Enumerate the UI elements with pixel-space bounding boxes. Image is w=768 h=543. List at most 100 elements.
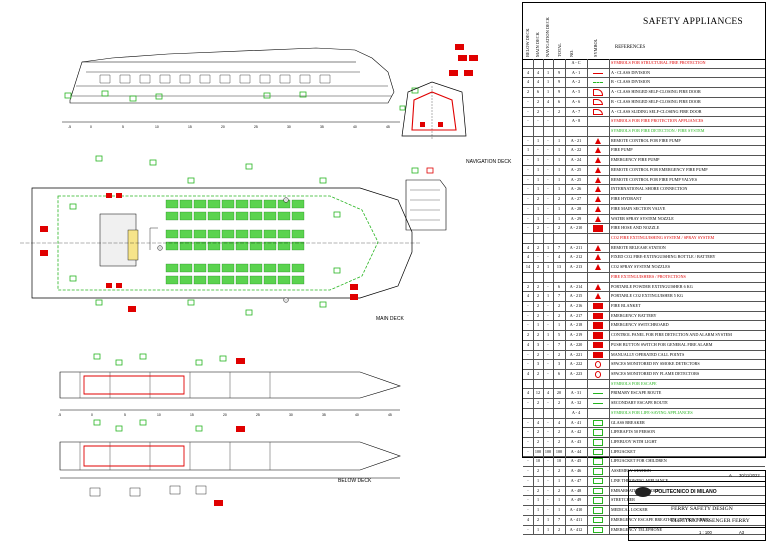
legend-cell-no: A - 218 [565, 321, 588, 331]
transverse-section [405, 167, 447, 231]
legend-cell-tot: 5 [553, 331, 566, 340]
legend-row-label: MEDICAL LOCKER [611, 507, 648, 513]
legend-cell-no: A - 49 [565, 496, 588, 506]
svg-text:35: 35 [322, 413, 326, 417]
legend-cell-bd: 4 [523, 340, 534, 350]
legend-cell-md: 2 [533, 438, 544, 447]
legend-cell-md: 2 [533, 243, 544, 253]
legend-cell-md: 4 [533, 418, 544, 428]
company-name: POLITECNICO DI MILANO [655, 489, 717, 495]
svg-text:20: 20 [223, 413, 227, 417]
legend-cell-md: 2 [533, 224, 544, 233]
legend-row-label: CONTROL PANEL FOR FIRE DETECTION AND ALA… [611, 332, 732, 338]
safety-appliances-legend: BELOW DECK MAIN DECK NAVIGATION DECK TOT… [522, 2, 766, 536]
legend-row-label: LIFERAFTS 50 PERSON [611, 429, 656, 435]
svg-text:25: 25 [254, 125, 258, 129]
legend-cell-bd: - [523, 496, 534, 506]
legend-cell-no [565, 233, 588, 243]
legend-cell-bd: - [523, 457, 534, 467]
legend-row-label: EMERGENCY ESCAPE BREATHING DEVICE (EEBD) [611, 516, 710, 522]
legend-row-label: PORTABLE CO2 EXTINGUISHER 5 KG [611, 293, 683, 299]
legend-cell-bd: - [523, 438, 534, 447]
legend-cell-tot [553, 233, 566, 243]
legend-row: CO2 FIRE EXTINGUISHING SYSTEM / SPRAY SY… [523, 233, 765, 244]
legend-cell-no: A - 25 [565, 165, 588, 175]
legend-cell-nd: 1 [543, 292, 554, 301]
legend-cell-tot: 1 [553, 214, 566, 224]
legend-cell-no: A - 28 [565, 204, 588, 214]
col-main-deck: MAIN DECK [535, 32, 540, 57]
legend-cell-nd: - [543, 136, 554, 146]
legend-cell-md: 4 [533, 78, 544, 88]
legend-cell-no: A - 42 [565, 428, 588, 438]
legend-cell-md: 2 [533, 331, 544, 340]
legend-header: BELOW DECK MAIN DECK NAVIGATION DECK TOT… [523, 3, 765, 60]
legend-cell-md: 2 [533, 515, 544, 525]
legend-cell-no: A - 21 [565, 136, 588, 146]
legend-cell-bd: - [523, 185, 534, 195]
legend-cell-nd: 1 [543, 525, 554, 535]
legend-cell-md [533, 59, 544, 68]
legend-cell-nd: - [543, 195, 554, 204]
legend-cell-no: A - 410 [565, 506, 588, 515]
legend-cell-bd [523, 272, 534, 282]
legend-cell-nd [543, 59, 554, 68]
legend-row-label: EMERGENCY BATTERY [611, 312, 657, 318]
legend-cell-md: - [533, 253, 544, 263]
legend-row-label: PUSH BUTTON SWITCH FOR GENERAL FIRE ALAR… [611, 341, 713, 347]
legend-cell-tot [553, 379, 566, 389]
box-green-symbol-icon [593, 477, 603, 485]
legend-cell-bd: 2 [523, 331, 534, 340]
legend-cell-bd: - [523, 418, 534, 428]
legend-cell-no: A - 29 [565, 214, 588, 224]
legend-row-label: MANUALLY OPERATED CALL POINTS [611, 351, 685, 357]
svg-text:45: 45 [388, 413, 392, 417]
legend-row-label: PRIMARY ESCAPE ROUTE [611, 390, 662, 396]
legend-cell-bd: 4 [523, 78, 534, 88]
legend-cell-nd: 1 [543, 243, 554, 253]
legend-cell-bd: 4 [523, 243, 534, 253]
legend-cell-bd: - [523, 506, 534, 515]
tri-symbol-icon [595, 244, 601, 251]
legend-cell-bd: 4 [523, 253, 534, 263]
legend-cell-nd: - [543, 117, 554, 127]
legend-cell-no: A - 25 [565, 175, 588, 185]
legend-row-label: REMOTE RELEASE STATION [611, 244, 666, 250]
legend-cell-tot: 1 [553, 476, 566, 486]
legend-row-label: LIFEJACKET FOR CHILDREN [611, 458, 667, 464]
box-green-symbol-icon [593, 429, 603, 436]
legend-row-label: EMERGENCY TELEPHONE [611, 526, 663, 532]
legend-row-label: INTERNATIONAL SHORE CONNECTION [611, 186, 688, 192]
legend-cell-md: 2 [533, 428, 544, 438]
legend-cell-md: 1 [533, 156, 544, 165]
tri-symbol-icon [595, 283, 601, 290]
legend-cell-md: - [533, 117, 544, 127]
box-green-symbol-icon [593, 507, 603, 514]
legend-cell-tot: 7 [553, 515, 566, 525]
box-red-symbol-icon [593, 312, 603, 320]
legend-cell-tot: 3 [553, 360, 566, 369]
legend-cell-md: 1 [533, 165, 544, 175]
legend-cell-tot: 2 [553, 311, 566, 321]
legend-cell-bd [523, 127, 534, 136]
legend-cell-nd: - [543, 224, 554, 233]
legend-cell-tot: 1 [553, 156, 566, 165]
legend-cell-no [565, 379, 588, 389]
legend-cell-bd: - [523, 117, 534, 127]
legend-cell-md: 100 [533, 447, 544, 457]
legend-cell-md: 2 [533, 311, 544, 321]
legend-cell-tot: 1 [553, 506, 566, 515]
svg-text:-5: -5 [58, 413, 61, 417]
arrow-symbol-icon [593, 403, 603, 405]
svg-text:0: 0 [90, 125, 92, 129]
legend-cell-no: A - 31 [565, 389, 588, 399]
